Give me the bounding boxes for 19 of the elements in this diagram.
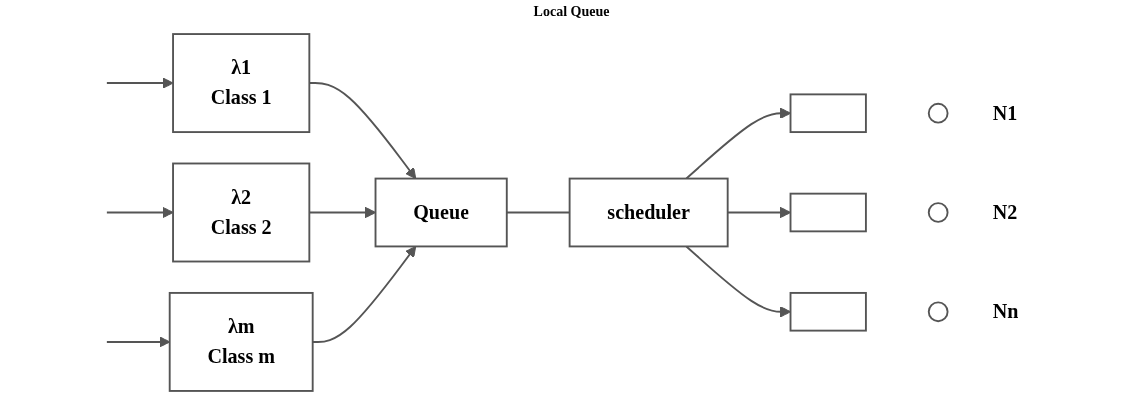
arrow xyxy=(685,245,791,318)
node-label: N1 xyxy=(992,101,1018,124)
node-box xyxy=(789,93,867,133)
node-circle xyxy=(927,102,949,124)
caption-text: Local Queue xyxy=(533,4,610,19)
arrow xyxy=(105,206,174,219)
node-box: scheduler xyxy=(568,177,729,248)
node-circle xyxy=(927,202,949,223)
node-circle xyxy=(927,301,949,323)
arrow xyxy=(105,77,174,89)
node-box xyxy=(789,192,867,233)
node-box: λ1 Class 1 xyxy=(172,33,311,133)
node-label: N2 xyxy=(992,201,1018,223)
node-box xyxy=(789,292,867,332)
node-box: λm Class m xyxy=(168,292,314,392)
node-label: Nn xyxy=(992,300,1019,322)
node-box: Queue xyxy=(374,177,508,248)
arrow xyxy=(685,107,791,180)
node-box: λ2 Class 2 xyxy=(172,162,311,263)
